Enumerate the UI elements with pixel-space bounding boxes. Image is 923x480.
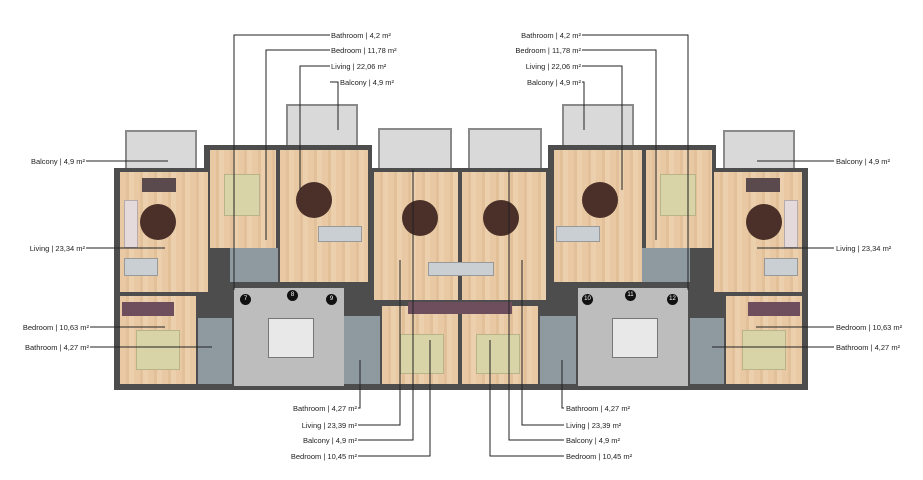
round-rug <box>582 182 618 218</box>
bathroom-center-right <box>540 316 576 384</box>
bathroom-center-left <box>344 316 380 384</box>
round-rug <box>140 204 176 240</box>
bed <box>476 334 520 374</box>
label-bathroom-top-left: Bathroom | 4,2 m² <box>331 31 391 40</box>
round-rug <box>746 204 782 240</box>
bed <box>400 334 444 374</box>
kitchen-island <box>318 226 362 242</box>
label-bathroom-right: Bathroom | 4,27 m² <box>836 343 901 352</box>
tv-unit <box>142 178 176 192</box>
balcony-center-right <box>468 128 542 170</box>
round-rug <box>483 200 519 236</box>
unit-number-badge: 10 <box>582 294 593 305</box>
dining-table <box>428 262 494 276</box>
label-bathroom-left: Bathroom | 4,27 m² <box>24 343 89 352</box>
bed <box>224 174 260 216</box>
label-living-bottom-right: Living | 23,39 m² <box>566 421 622 430</box>
label-balcony-bottom-right: Balcony | 4,9 m² <box>566 436 621 445</box>
living-room-center-left <box>374 172 458 300</box>
wardrobe <box>408 302 512 314</box>
bed <box>660 174 696 216</box>
label-bedroom-bottom-left: Bedroom | 10,45 m² <box>290 452 357 461</box>
wardrobe <box>122 302 174 316</box>
unit-number-badge: 8 <box>287 290 298 301</box>
label-bathroom-top-right: Bathroom | 4,2 m² <box>521 31 581 40</box>
label-living-right: Living | 23,34 m² <box>836 244 892 253</box>
bed <box>742 330 786 370</box>
label-living-top-left: Living | 22,06 m² <box>331 62 387 71</box>
label-bathroom-bottom-right: Bathroom | 4,27 m² <box>566 404 631 413</box>
living-room-top-left <box>280 150 368 282</box>
living-room-center-right <box>462 172 546 300</box>
dining-table <box>124 258 158 276</box>
label-living-left: Living | 23,34 m² <box>29 244 85 253</box>
label-bedroom-right: Bedroom | 10,63 m² <box>836 323 903 332</box>
label-balcony-top-left: Balcony | 4,9 m² <box>340 78 395 87</box>
wardrobe <box>748 302 800 316</box>
label-bedroom-left: Bedroom | 10,63 m² <box>22 323 89 332</box>
label-bedroom-top-left: Bedroom | 11,78 m² <box>331 46 397 55</box>
elevator-panel <box>612 318 658 358</box>
bathroom-top-right <box>642 248 690 282</box>
round-rug <box>402 200 438 236</box>
label-living-top-right: Living | 22,06 m² <box>525 62 581 71</box>
dining-table <box>764 258 798 276</box>
unit-number-badge: 9 <box>326 294 337 305</box>
label-balcony-right: Balcony | 4,9 m² <box>836 157 891 166</box>
elevator-panel <box>268 318 314 358</box>
label-balcony-left: Balcony | 4,9 m² <box>30 157 85 166</box>
round-rug <box>296 182 332 218</box>
bathroom-far-left <box>198 318 232 384</box>
bathroom-top-left <box>230 248 278 282</box>
label-bedroom-bottom-right: Bedroom | 10,45 m² <box>566 452 633 461</box>
label-living-bottom-left: Living | 23,39 m² <box>301 421 357 430</box>
kitchen-island <box>556 226 600 242</box>
unit-number-badge: 11 <box>625 290 636 301</box>
balcony-top-left <box>286 104 358 148</box>
unit-number-badge: 12 <box>667 294 678 305</box>
label-bathroom-bottom-left: Bathroom | 4,27 m² <box>292 404 357 413</box>
bathroom-far-right <box>690 318 724 384</box>
unit-number-badge: 7 <box>240 294 251 305</box>
bed <box>136 330 180 370</box>
label-balcony-bottom-left: Balcony | 4,9 m² <box>302 436 357 445</box>
tv-unit <box>746 178 780 192</box>
label-balcony-top-right: Balcony | 4,9 m² <box>526 78 581 87</box>
label-bedroom-top-right: Bedroom | 11,78 m² <box>515 46 581 55</box>
